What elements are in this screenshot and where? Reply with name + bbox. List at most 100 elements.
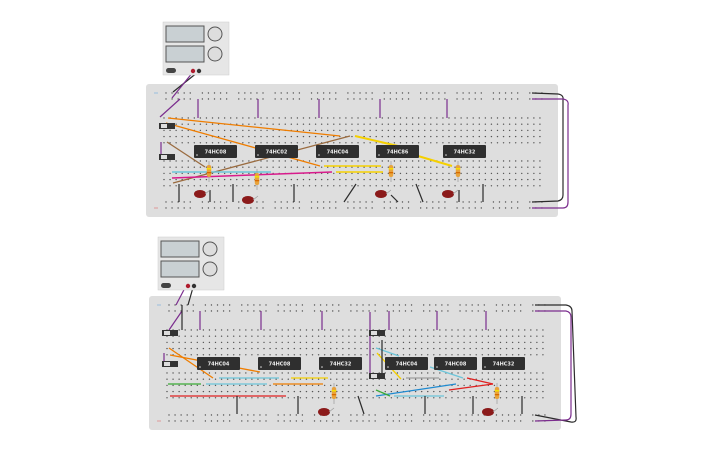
led-body (375, 190, 387, 198)
resistor[interactable] (206, 161, 212, 182)
wire-power[interactable] (159, 98, 181, 118)
resistor[interactable] (331, 383, 337, 404)
wire-red[interactable] (466, 377, 494, 385)
chip-label: 74HC04 (327, 150, 349, 156)
led-body (482, 408, 494, 416)
ic-chip[interactable]: 74HC32 (319, 357, 362, 370)
pin1-marker (257, 154, 259, 156)
ic-chip[interactable]: 74HC04 (385, 357, 428, 370)
ic-chip[interactable]: 74HC02 (255, 145, 298, 158)
ic-chip[interactable]: 74HC08 (194, 145, 237, 158)
wire-blue[interactable] (375, 383, 457, 397)
ic-chip[interactable]: 74HC32 (482, 357, 525, 370)
wire-orange[interactable] (168, 347, 214, 379)
chip-body (385, 357, 428, 370)
breadboard-holes (166, 304, 546, 422)
wire-orange[interactable] (165, 122, 321, 167)
current-knob[interactable] (202, 261, 218, 277)
pin1-marker (199, 366, 201, 368)
led[interactable] (194, 189, 211, 198)
switch-toggle[interactable] (371, 374, 377, 378)
positive-terminal[interactable] (185, 283, 191, 289)
resistor-body (254, 173, 260, 185)
wire-cyan[interactable] (375, 347, 400, 357)
wire-green[interactable] (375, 389, 391, 397)
ic-chip[interactable]: 74HC08 (434, 357, 477, 370)
chip-body (443, 145, 486, 158)
resistor[interactable] (455, 161, 461, 182)
led-body (242, 196, 254, 204)
switch-toggle[interactable] (161, 124, 167, 128)
wire-magenta[interactable] (171, 171, 333, 179)
resistor-band (206, 172, 212, 174)
voltage-knob[interactable] (202, 241, 218, 257)
resistor-band (455, 168, 461, 170)
led[interactable] (442, 189, 459, 198)
resistor[interactable] (254, 169, 260, 190)
switch-toggle[interactable] (371, 331, 377, 335)
slide-switch[interactable] (162, 361, 178, 367)
pin1-marker (387, 366, 389, 368)
power-switch[interactable] (161, 283, 171, 288)
chip-label: 74HC04 (396, 362, 418, 368)
resistor-band (388, 172, 394, 174)
negative-terminal[interactable] (196, 68, 202, 74)
slide-switch[interactable] (162, 330, 178, 336)
led[interactable] (375, 189, 392, 198)
wire-power[interactable] (168, 310, 183, 331)
chip-body (197, 357, 240, 370)
power-supply-top[interactable] (162, 21, 230, 76)
chip-label: 74HC08 (445, 362, 467, 368)
pin1-marker (196, 154, 198, 156)
wire-power-loop[interactable] (534, 310, 572, 422)
chip-label: 74HC08 (269, 362, 291, 368)
wire-brown[interactable] (166, 141, 206, 168)
ground-jumpers (181, 305, 523, 415)
voltage-display (160, 240, 200, 258)
ic-chip[interactable]: 74HC04 (197, 357, 240, 370)
switch-toggle[interactable] (164, 331, 170, 335)
resistor[interactable] (494, 383, 500, 404)
slide-switch[interactable] (369, 373, 385, 379)
switch-toggle[interactable] (161, 155, 167, 159)
led-lead (385, 189, 392, 195)
wire-power-loop[interactable] (532, 98, 569, 209)
led[interactable] (482, 407, 499, 416)
led-lead (492, 407, 499, 413)
power-supply-bottom[interactable] (157, 236, 225, 291)
slide-switch[interactable] (159, 123, 175, 129)
negative-terminal[interactable] (191, 283, 197, 289)
chip-body (319, 357, 362, 370)
led[interactable] (242, 195, 259, 204)
slide-switch[interactable] (159, 154, 175, 160)
wire-power-supply[interactable] (171, 71, 194, 99)
chip-label: 74HC08 (205, 150, 227, 156)
led-lead (328, 407, 335, 413)
wire-orange[interactable] (167, 117, 341, 137)
ic-chip[interactable]: 74HC86 (376, 145, 419, 158)
pin1-marker (445, 154, 447, 156)
resistor-body (455, 165, 461, 177)
current-knob[interactable] (207, 46, 223, 62)
wire-ground-loop[interactable] (534, 304, 577, 423)
resistor[interactable] (388, 161, 394, 182)
wire-ground-loop[interactable] (531, 92, 564, 203)
ic-chip[interactable]: 74HC08 (258, 357, 301, 370)
resistor-band (206, 168, 212, 170)
wire-yellow[interactable] (417, 155, 453, 167)
wire-red[interactable] (448, 383, 494, 391)
positive-terminal[interactable] (190, 68, 196, 74)
power-switch[interactable] (166, 68, 176, 73)
wire-brown[interactable] (172, 135, 351, 184)
switch-toggle[interactable] (164, 362, 170, 366)
slide-switch[interactable] (369, 330, 385, 336)
ic-chip[interactable]: 74HC04 (316, 145, 359, 158)
ic-chip[interactable]: 74HC32 (443, 145, 486, 158)
led-lead (452, 189, 459, 195)
voltage-knob[interactable] (207, 26, 223, 42)
led-body (194, 190, 206, 198)
ground-jumpers (178, 183, 484, 203)
led[interactable] (318, 407, 335, 416)
wire-yellow[interactable] (354, 135, 399, 147)
